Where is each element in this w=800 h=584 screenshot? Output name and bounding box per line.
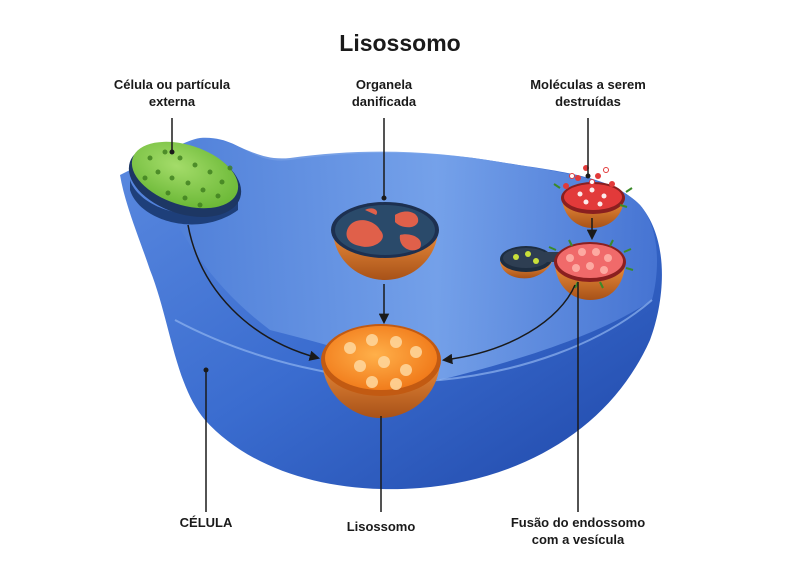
- label-molecules-line1: Moléculas a serem: [530, 77, 646, 92]
- label-cell: CÉLULA: [179, 515, 233, 530]
- leader-lines: [171, 118, 589, 512]
- cell-rim: [174, 299, 653, 382]
- endosome-fusion: [500, 239, 634, 300]
- label-external-particle-line2: externa: [148, 94, 196, 109]
- damaged-organelle: [331, 202, 439, 280]
- label-damaged-organelle-line1: Organela: [355, 77, 413, 92]
- molecules-vesicle: [553, 165, 633, 228]
- process-arrows: [187, 218, 598, 365]
- label-fusion-line2: com a vesícula: [531, 532, 625, 547]
- label-damaged-organelle: Organela danificada: [324, 76, 444, 110]
- label-external-particle: Célula ou partícula externa: [92, 76, 252, 110]
- label-damaged-organelle-line2: danificada: [351, 94, 417, 109]
- label-lysosome: Lisossomo: [346, 519, 416, 534]
- label-fusion-line1: Fusão do endossomo: [510, 515, 646, 530]
- external-particle: [128, 141, 242, 225]
- label-external-particle-line1: Célula ou partícula: [113, 77, 231, 92]
- diagram-title: Lisossomo: [339, 30, 461, 56]
- label-molecules-line2: destruídas: [555, 94, 621, 109]
- lysosome: [321, 324, 441, 418]
- label-fusion: Fusão do endossomo com a vesícula: [495, 514, 661, 548]
- label-molecules: Moléculas a serem destruídas: [508, 76, 668, 110]
